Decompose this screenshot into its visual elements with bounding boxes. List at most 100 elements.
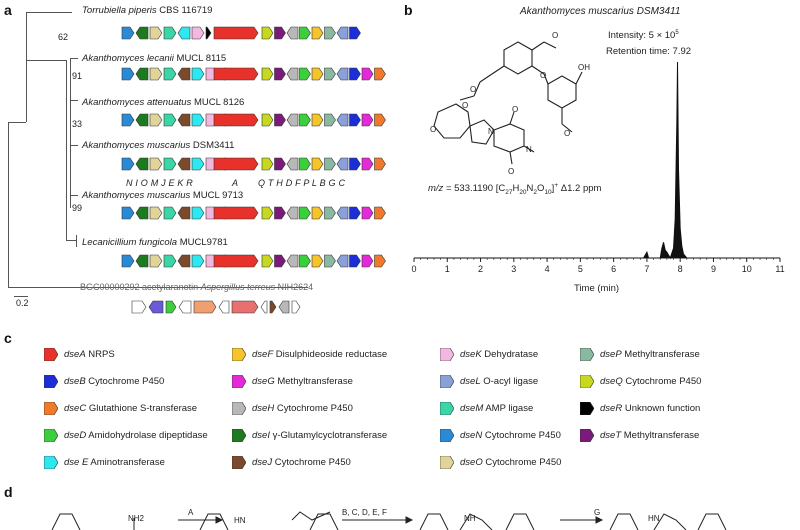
legend-item-dsem: dseM AMP ligase [440,400,533,416]
gene-arrow-f [311,157,324,171]
gene-arrow-e [177,26,191,40]
retention-label: Retention time: 7.92 [606,46,692,57]
gene-arrow-j [177,67,191,81]
legend-swatch [440,428,454,442]
gene-arrow-n [121,26,135,40]
gene-arrow-h [286,26,299,40]
gene-arrow-j [177,157,191,171]
gene-arrow-k [191,26,205,40]
bootstrap-99: 99 [72,203,83,213]
step-label-g: G [594,508,601,517]
gene-arrow-i [135,113,149,127]
gene-arrow-m [163,26,177,40]
gene-arrow-d [299,157,311,171]
gene-arrow-t [274,113,286,127]
legend-item-dseq: dseQ Cytochrome P450 [580,373,701,389]
gene-arrow-b [349,206,361,220]
legend-swatch [440,347,454,361]
gene-arrow-i [135,254,149,268]
panel-c-letter: c [4,330,12,346]
bootstrap-62: 62 [58,32,69,42]
legend-label: dseK Dehydratase [460,348,539,360]
x-tick-label: 2 [478,264,483,274]
step-label-bcdef: B, C, D, E, F [342,508,387,517]
legend-label: dseR Unknown function [600,402,701,414]
gene-arrow-p [324,157,336,171]
gene-arrow-b [349,113,361,127]
scale-bar [14,296,28,297]
bgc-gene-arrow [165,300,177,314]
chromatogram-trace [414,61,780,260]
gene-arrow-d [299,26,311,40]
svg-text:O: O [552,31,558,40]
legend-label: dseB Cytochrome P450 [64,375,165,387]
bgc-gene-arrow [218,300,230,314]
gene-arrow-i [135,67,149,81]
legend-label: dseF Disulphideoside reductase [252,348,388,360]
gene-arrow-h [286,254,299,268]
gene-arrow-j [177,113,191,127]
gene-arrow-e [191,67,205,81]
bgc-gene-arrow [178,300,192,314]
gene-arrow-n [121,157,135,171]
chromatogram-fill [414,62,780,258]
legend-label: dseO Cytochrome P450 [460,456,562,468]
legend-swatch [440,401,454,415]
gene-arrow-g [361,206,374,220]
gene-arrow-e [191,206,205,220]
bgc-gene-arrow [131,300,147,314]
gene-arrow-f [311,26,324,40]
step-label-a: A [188,508,194,517]
legend-item-dsek: dseK Dehydratase [440,346,538,362]
gene-arrow-a [213,254,259,268]
species-label: Akanthomyces lecanii MUCL 8115 [82,53,227,64]
gene-arrow-q [261,113,274,127]
gene-arrow-d [299,206,311,220]
legend-swatch [232,374,246,388]
bootstrap-91: 91 [72,71,83,81]
gene-arrow-b [349,26,361,40]
gene-arrow-n [121,67,135,81]
gene-arrow-q [261,67,274,81]
gene-arrow-g [361,113,374,127]
legend-swatch [580,374,594,388]
gene-arrow-n [121,206,135,220]
gene-arrow-i [135,26,149,40]
gene-arrow-q [261,254,274,268]
gene-arrow-t [274,254,286,268]
gene-arrow-i [135,206,149,220]
gene-arrow-n [121,254,135,268]
gene-arrow-b [349,157,361,171]
svg-text:O: O [430,125,436,134]
svg-text:OH: OH [578,63,590,72]
gene-letters-right: Q T H D F P L B G C [258,178,346,188]
gene-arrow-g [361,67,374,81]
legend-item-dseh: dseH Cytochrome P450 [232,400,353,416]
legend-item-dsen: dseN Cytochrome P450 [440,427,561,443]
x-tick-label: 5 [578,264,583,274]
gene-arrow-f [311,67,324,81]
bgc-gene-arrow [260,300,268,314]
gene-arrow-h [286,113,299,127]
species-label: Lecanicillium fungicola MUCL9781 [82,237,228,248]
gene-arrow-c [374,254,386,268]
gene-arrow-h [286,206,299,220]
bgc-gene-arrow [148,300,164,314]
gene-arrow-f [311,206,324,220]
x-tick-label: 8 [678,264,683,274]
svg-text:O: O [564,129,570,138]
species-label: Torrubiella piperis CBS 116719 [82,5,213,16]
gene-arrow-o [149,26,163,40]
gene-arrow-g [361,254,374,268]
species-label: Akanthomyces muscarius DSM3411 [82,140,235,151]
gene-arrow-t [274,157,286,171]
gene-clusters [121,26,386,314]
gene-arrow-m [163,67,177,81]
bgc-gene-arrow [269,300,277,314]
gene-arrow-t [274,26,286,40]
bootstrap-33: 33 [72,119,83,129]
legend-item-dsep: dseP Methyltransferase [580,346,700,362]
legend-swatch [44,347,58,361]
gene-arrow-h [286,67,299,81]
